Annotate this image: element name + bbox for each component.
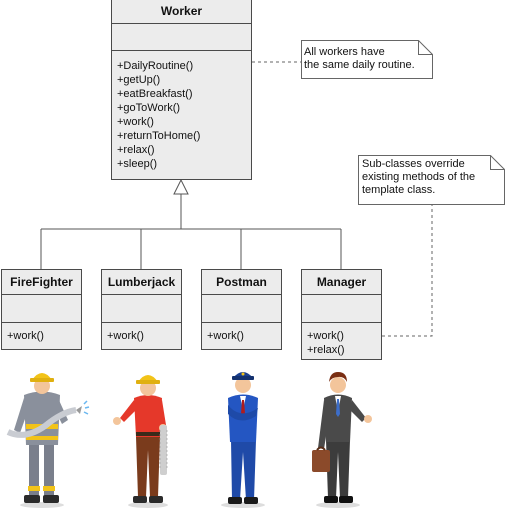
operation: +getUp() xyxy=(117,74,161,86)
class-name-manager: Manager xyxy=(316,275,367,289)
class-lumberjack[interactable]: Lumberjack +work() xyxy=(101,269,182,350)
class-divider xyxy=(112,50,251,51)
class-divider xyxy=(302,322,381,323)
class-name-worker: Worker xyxy=(160,4,203,18)
operation: +relax() xyxy=(117,144,155,156)
class-divider xyxy=(202,294,281,295)
postman-operations: +work() xyxy=(207,329,244,343)
operation: +DailyRoutine() xyxy=(117,60,194,72)
operation: +work() xyxy=(7,330,44,342)
firefighter-figure xyxy=(6,373,90,508)
class-postman[interactable]: Postman +work() xyxy=(201,269,282,350)
class-name-lumberjack: Lumberjack xyxy=(107,275,176,289)
worker-operations: +DailyRoutine() +getUp() +eatBreakfast()… xyxy=(117,59,200,171)
class-divider xyxy=(102,322,181,323)
manager-figure xyxy=(312,372,372,508)
class-manager[interactable]: Manager +work() +relax() xyxy=(301,269,382,360)
class-divider xyxy=(102,294,181,295)
lumberjack-figure xyxy=(113,375,168,508)
class-worker[interactable]: Worker +DailyRoutine() +getUp() +eatBrea… xyxy=(111,0,252,180)
operation: +returnToHome() xyxy=(117,130,201,142)
postman-figure xyxy=(221,372,265,508)
operation: +work() xyxy=(307,330,344,342)
operation: +eatBreakfast() xyxy=(117,88,193,100)
note-line: All workers have xyxy=(304,46,385,58)
class-divider xyxy=(302,294,381,295)
note-shape xyxy=(358,155,505,205)
note-line: Sub-classes override xyxy=(362,158,465,170)
lumberjack-operations: +work() xyxy=(107,329,144,343)
class-firefighter[interactable]: FireFighter +work() xyxy=(1,269,82,350)
firefighter-operations: +work() xyxy=(7,329,44,343)
class-divider xyxy=(202,322,281,323)
operation: +relax() xyxy=(307,344,345,356)
class-name-postman: Postman xyxy=(216,275,267,289)
note-line: existing methods of the xyxy=(362,171,476,183)
note-line: the same daily routine. xyxy=(304,59,415,71)
operation: +work() xyxy=(117,116,154,128)
note-daily-routine[interactable]: All workers have the same daily routine. xyxy=(301,40,433,79)
operation: +sleep() xyxy=(117,158,158,170)
note-line: template class. xyxy=(362,184,436,196)
operation: +work() xyxy=(107,330,144,342)
note-shape xyxy=(301,40,433,79)
class-divider xyxy=(2,322,81,323)
class-name-firefighter: FireFighter xyxy=(10,275,73,289)
operation: +work() xyxy=(207,330,244,342)
class-divider xyxy=(112,23,251,24)
operation: +goToWork() xyxy=(117,102,181,114)
inheritance-lines xyxy=(40,178,342,269)
class-divider xyxy=(2,294,81,295)
note-connector-override xyxy=(382,204,433,337)
note-override[interactable]: Sub-classes override existing methods of… xyxy=(358,155,505,205)
manager-operations: +work() +relax() xyxy=(307,329,345,357)
